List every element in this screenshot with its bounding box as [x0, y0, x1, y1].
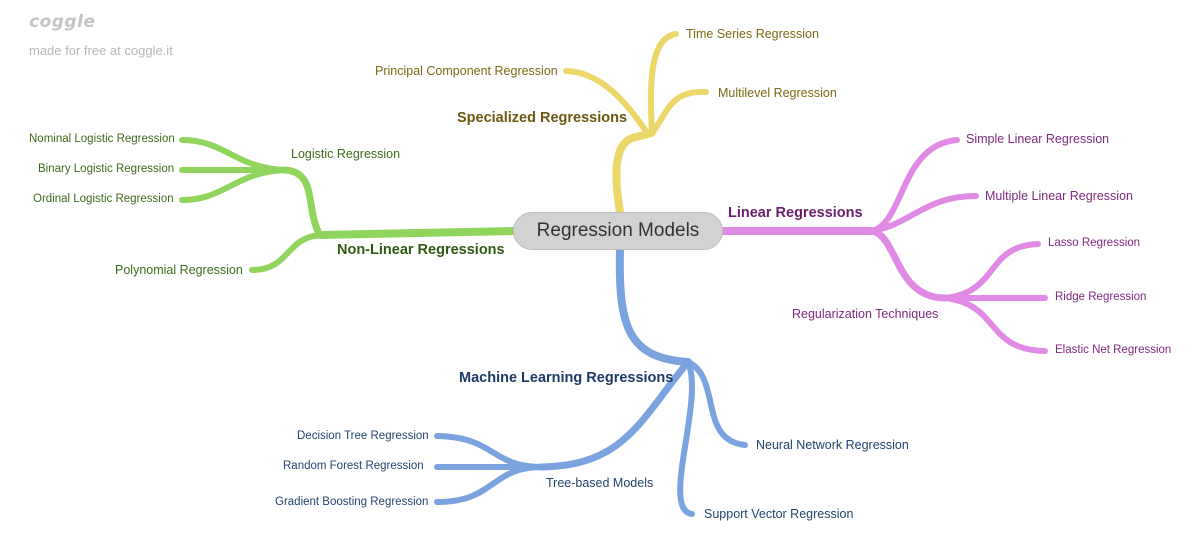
- root-label: Regression Models: [536, 220, 700, 241]
- linear-to-multiple: [869, 193, 979, 234]
- ml-to-svr: [677, 359, 695, 517]
- ml-connectors: [434, 246, 748, 517]
- node-tree-based[interactable]: Tree-based Models: [546, 476, 654, 490]
- nonlinear-trunk: [316, 227, 517, 239]
- ml-trunk: [615, 246, 692, 366]
- node-ridge[interactable]: Ridge Regression: [1055, 291, 1147, 303]
- specialized-to-principal: [563, 68, 651, 137]
- node-decision-tree[interactable]: Decision Tree Regression: [297, 430, 429, 442]
- logistic-to-ordinal: [179, 167, 288, 203]
- branch-nonlinear-label[interactable]: Non-Linear Regressions: [337, 242, 505, 258]
- reg-to-elastic: [942, 295, 1048, 354]
- tree-to-decision: [434, 433, 543, 470]
- node-time-series[interactable]: Time Series Regression: [686, 27, 819, 41]
- brand-tagline: made for free at coggle.it: [29, 43, 173, 58]
- node-support-vector[interactable]: Support Vector Regression: [704, 507, 854, 521]
- specialized-trunk: [612, 130, 652, 216]
- coggle-logo: coggle: [29, 12, 96, 32]
- node-polynomial[interactable]: Polynomial Regression: [115, 263, 243, 277]
- node-ordinal-logistic[interactable]: Ordinal Logistic Regression: [33, 193, 174, 205]
- ml-to-tree: [536, 358, 692, 471]
- reg-to-lasso: [942, 241, 1041, 301]
- node-multilevel[interactable]: Multilevel Regression: [718, 86, 837, 100]
- branch-linear-label[interactable]: Linear Regressions: [728, 205, 863, 221]
- node-simple-linear[interactable]: Simple Linear Regression: [966, 132, 1110, 146]
- node-gradient-boosting[interactable]: Gradient Boosting Regression: [275, 496, 429, 508]
- node-principal-component[interactable]: Principal Component Regression: [375, 64, 558, 78]
- nonlinear-to-polynomial: [249, 232, 323, 273]
- node-nominal-logistic[interactable]: Nominal Logistic Regression: [29, 133, 175, 145]
- nonlinear-to-logistic: [281, 166, 324, 239]
- specialized-to-time-series: [647, 31, 679, 137]
- specialized-to-multilevel: [649, 88, 709, 137]
- linear-to-regularization: [868, 227, 949, 302]
- node-random-forest[interactable]: Random Forest Regression: [283, 460, 424, 472]
- node-binary-logistic[interactable]: Binary Logistic Regression: [38, 163, 175, 175]
- node-multiple-linear[interactable]: Multiple Linear Regression: [985, 189, 1133, 203]
- logistic-to-nominal: [179, 137, 288, 173]
- linear-connectors: [719, 137, 1048, 354]
- ml-to-neural: [685, 359, 748, 448]
- root-node[interactable]: Regression Models: [513, 212, 723, 250]
- node-logistic[interactable]: Logistic Regression: [291, 147, 401, 161]
- branch-specialized-label[interactable]: Specialized Regressions: [457, 110, 628, 126]
- node-regularization[interactable]: Regularization Techniques: [792, 307, 939, 321]
- tree-to-gradient: [434, 464, 543, 505]
- branch-ml-label[interactable]: Machine Learning Regressions: [459, 370, 674, 386]
- node-elastic-net[interactable]: Elastic Net Regression: [1055, 344, 1172, 356]
- linear-to-simple: [869, 137, 960, 234]
- node-lasso[interactable]: Lasso Regression: [1048, 237, 1141, 249]
- node-neural-network[interactable]: Neural Network Regression: [756, 438, 909, 452]
- nonlinear-connectors: [179, 137, 517, 273]
- specialized-connectors: [563, 31, 709, 216]
